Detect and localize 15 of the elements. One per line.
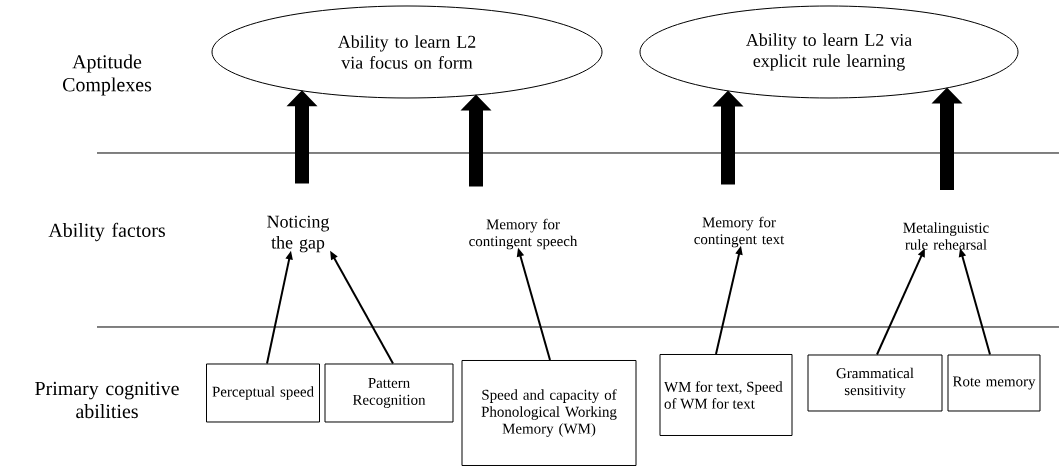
ellipse-node: Ability to learn L2 via focus on form: [211, 5, 603, 99]
text-box: Perceptual speed: [206, 363, 320, 423]
text-box: Rote memory: [947, 354, 1041, 412]
text-box: Pattern Recognition: [324, 363, 454, 423]
row-label: Primary cognitive abilities: [35, 381, 179, 419]
ellipse-node: Ability to learn L2 via explicit rule learning: [639, 5, 1019, 99]
factor-label: Memory for contingent speech: [469, 218, 578, 250]
text-box: Speed and capacity of Phonological Working Memory (WM): [461, 360, 637, 466]
factor-label: Noticing the gap: [267, 215, 330, 253]
row-label: Aptitude Complexes: [63, 54, 152, 96]
text-box: WM for text, Speed of WM for text: [659, 354, 793, 436]
row-label: Ability factors: [48, 222, 165, 242]
factor-label: Metalinguistic rule rehearsal: [903, 222, 989, 250]
text-box: Grammatical sensitivity: [807, 354, 943, 412]
factor-label: Memory for contingent text: [694, 216, 785, 248]
